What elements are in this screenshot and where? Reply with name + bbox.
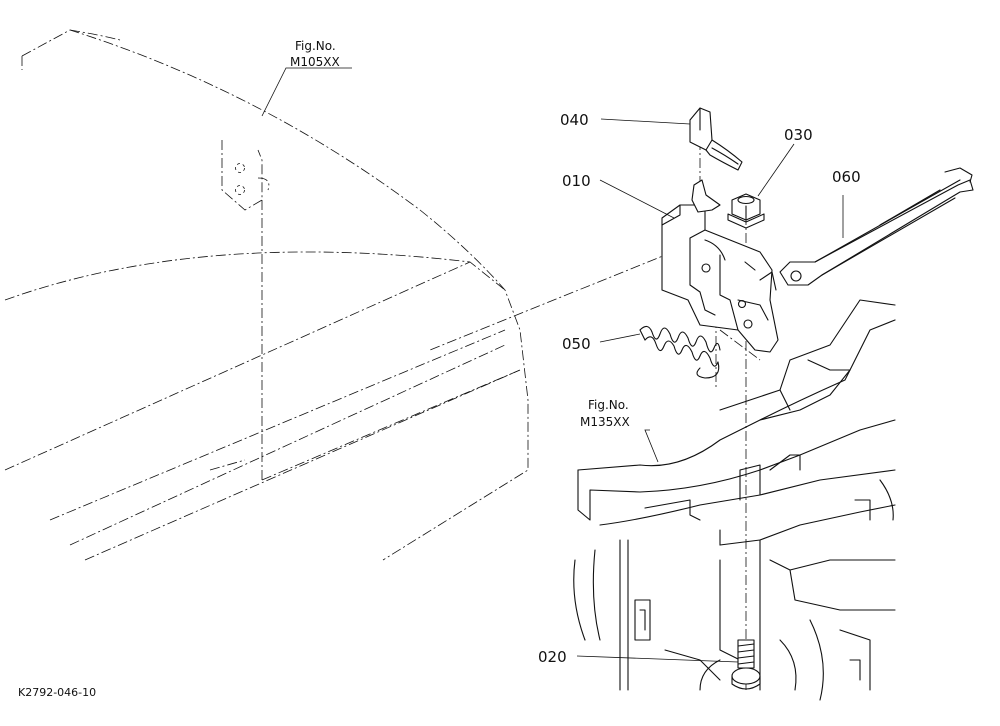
part-010-bracket — [661, 179, 779, 353]
fender-cover — [4, 29, 529, 561]
leader-ref-2 — [644, 429, 659, 463]
drawing-code: K2792-046-10 — [18, 686, 96, 699]
leader-lines — [261, 67, 844, 663]
part-050-spring — [639, 325, 721, 379]
ref-2-line1: Fig.No. — [588, 398, 629, 412]
leader-ref-1 — [261, 67, 352, 117]
leader-020 — [576, 655, 739, 663]
leader-050 — [599, 333, 641, 343]
label-010: 010 — [562, 172, 591, 190]
part-060-rod — [779, 167, 974, 286]
label-060: 060 — [832, 168, 861, 186]
part-040-lever — [689, 107, 743, 171]
ref-1-line1: Fig.No. — [295, 39, 336, 53]
part-020-bolt — [731, 639, 761, 690]
label-050: 050 — [562, 335, 591, 353]
leader-040 — [600, 118, 691, 125]
leader-030 — [757, 143, 795, 197]
frame-assembly — [573, 299, 896, 701]
part-030-nut — [727, 193, 765, 229]
labels: 040 010 030 060 050 020 Fig.No. M105XX F… — [18, 39, 861, 699]
label-020: 020 — [538, 648, 567, 666]
leader-010 — [599, 179, 675, 219]
label-040: 040 — [560, 111, 589, 129]
label-030: 030 — [784, 126, 813, 144]
ref-2-line2: M135XX — [580, 415, 630, 429]
ref-1-line2: M105XX — [290, 55, 340, 69]
